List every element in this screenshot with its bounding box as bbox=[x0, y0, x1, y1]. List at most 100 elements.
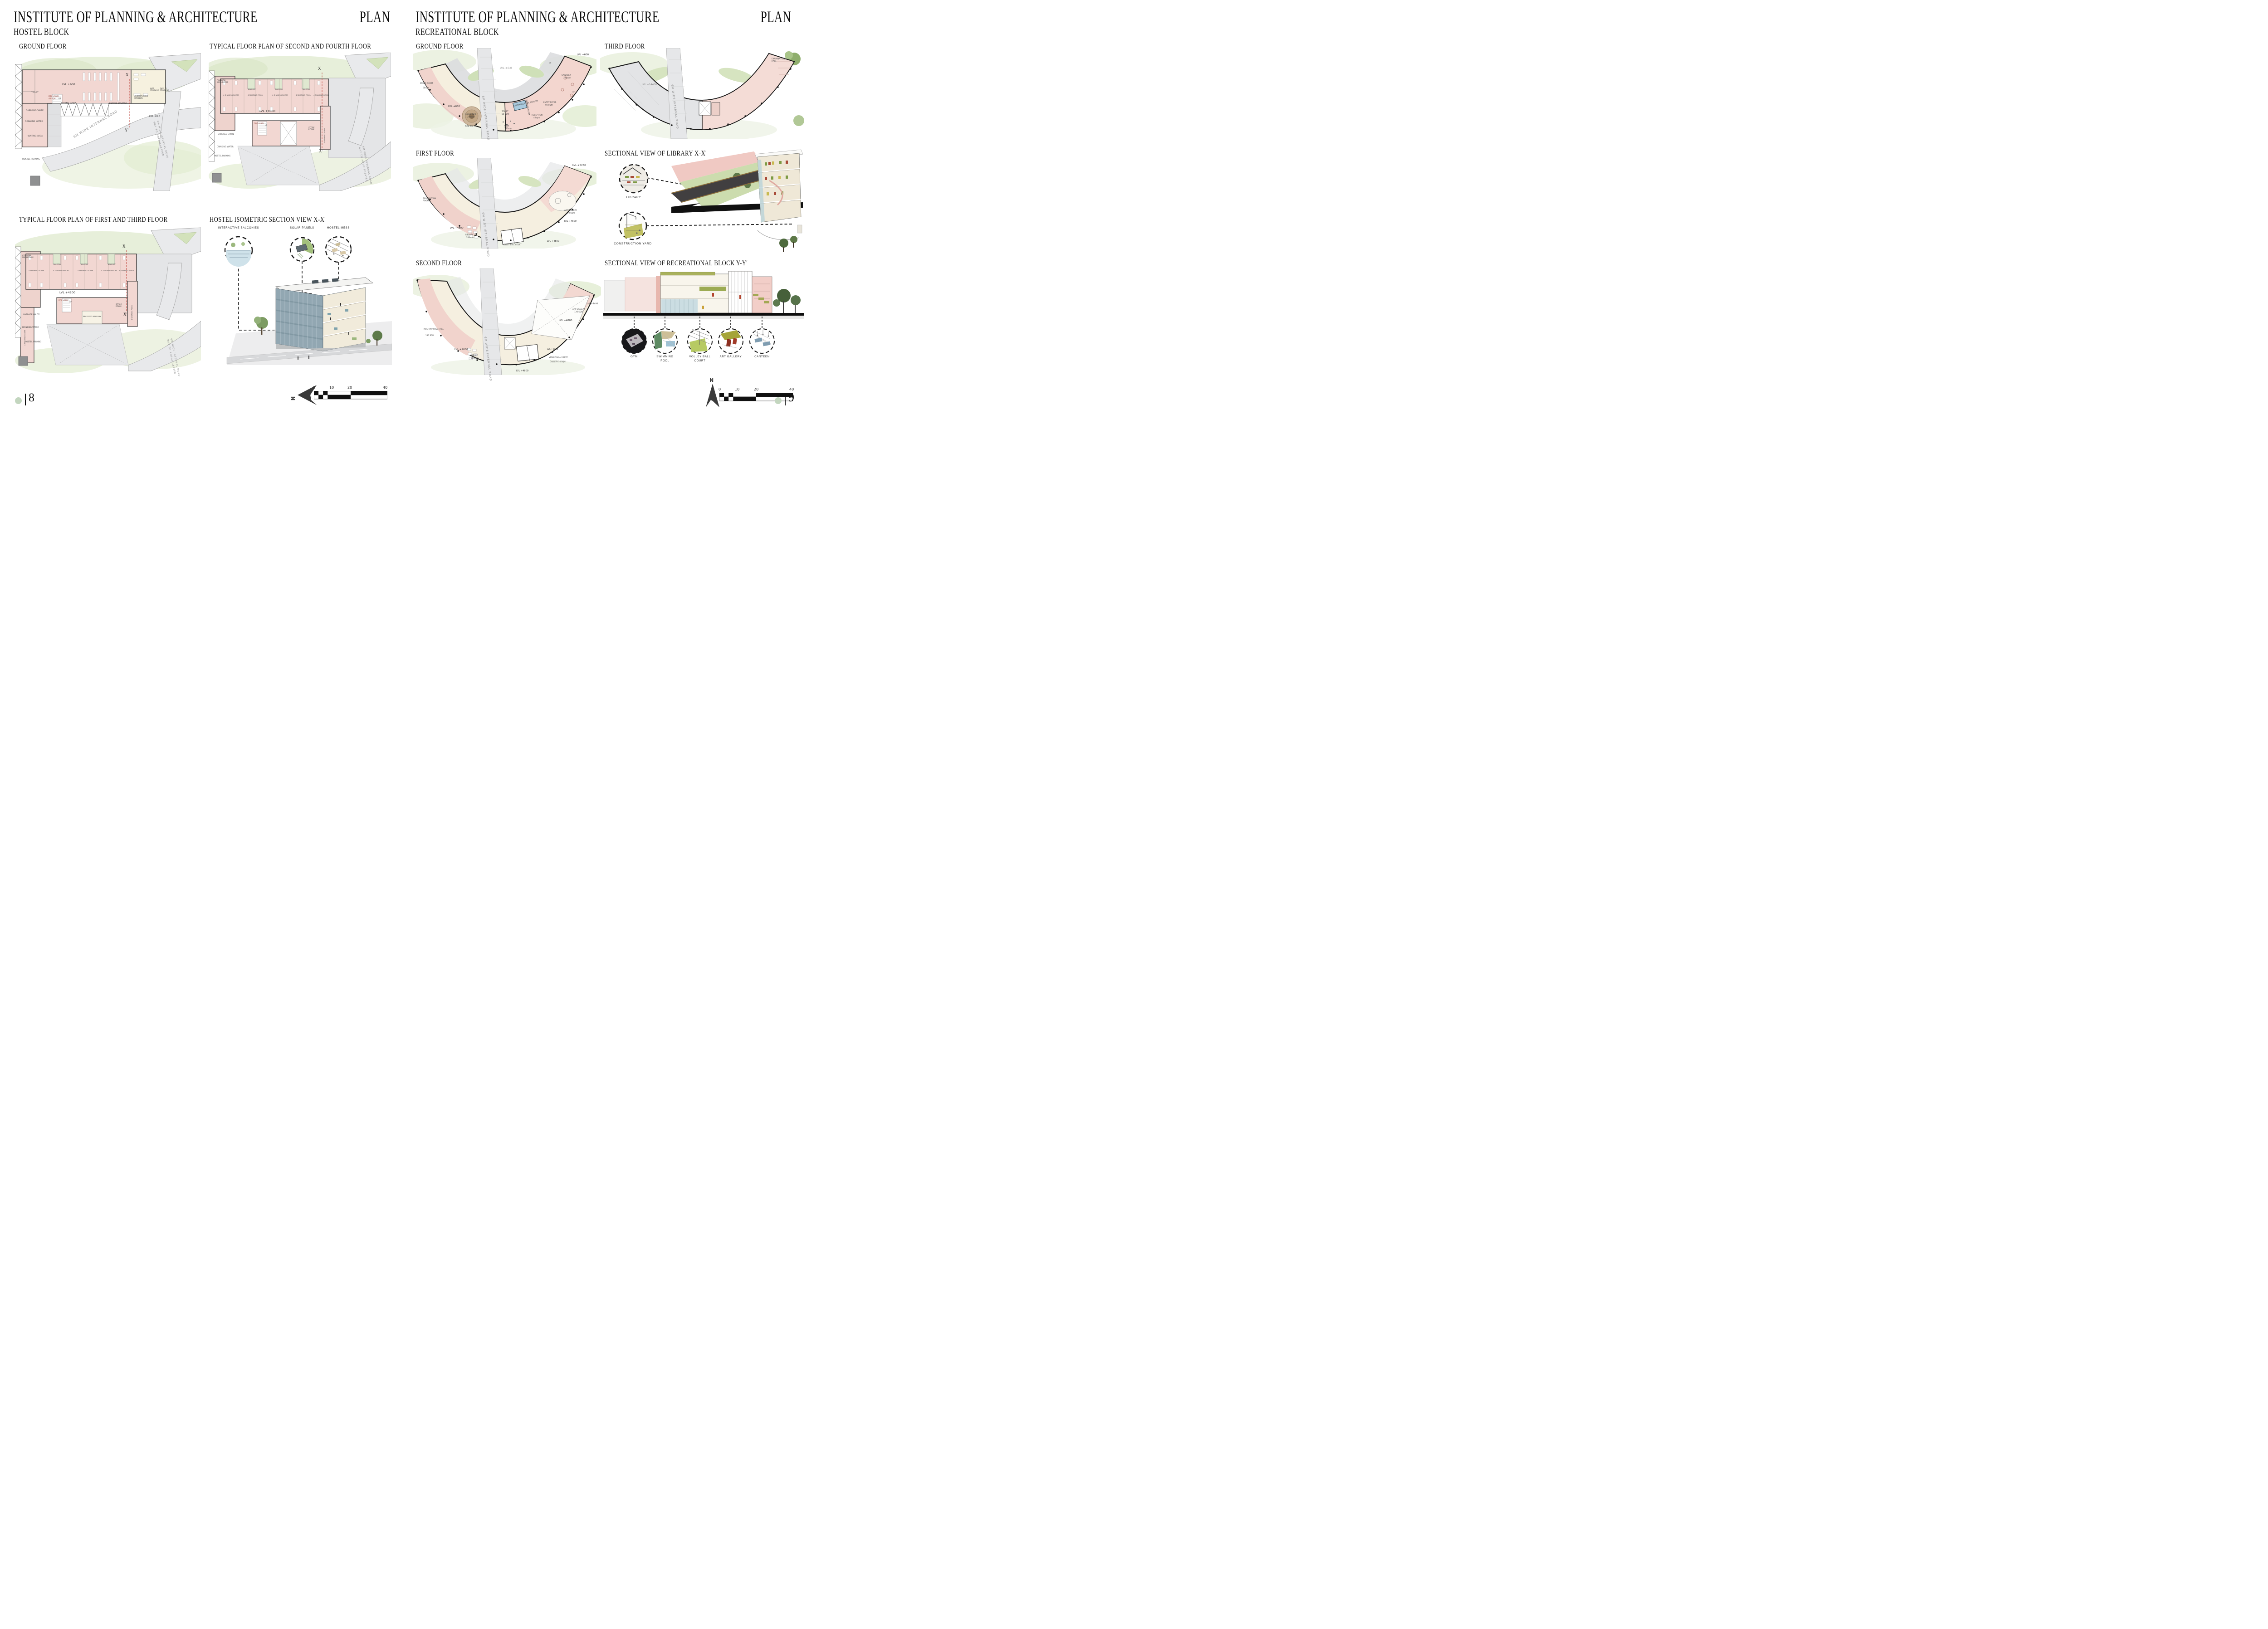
section-marker: X' bbox=[123, 312, 127, 317]
interactive-balconies-callout bbox=[224, 236, 253, 267]
plan-label: COMMON WASHROOM bbox=[217, 79, 228, 84]
callout-label-library: LIBRARY bbox=[626, 196, 641, 199]
callout-label-art-gallery: ART GALLERY bbox=[719, 356, 742, 358]
rec-third-floor-drawing bbox=[600, 48, 804, 139]
title-third-floor: THIRD FLOOR bbox=[605, 43, 645, 50]
scale-tick: 10 bbox=[329, 385, 334, 390]
plan-label: 4 SHARING ROOM bbox=[53, 269, 69, 272]
plan-label: LVL ±0.0 bbox=[149, 115, 161, 118]
callout-label-volleyball: VOLLEY BALL bbox=[689, 356, 711, 358]
north-label-right: N bbox=[709, 377, 714, 383]
plan-hostel-floor-1-3: COMMON WASHROOM 4 SHARING ROOM 4 SHARING… bbox=[15, 227, 201, 377]
canteen-callout bbox=[749, 328, 775, 354]
scale-tick: 40 bbox=[789, 387, 794, 391]
plan-label: 4 SHARING ROOM bbox=[119, 269, 135, 272]
scale-tick: 0 bbox=[313, 385, 316, 390]
left-plan-label: PLAN bbox=[359, 8, 390, 26]
plan-label: 180 SQM bbox=[425, 334, 434, 337]
plan-label: ART GALLERY bbox=[564, 209, 577, 211]
plan-label: VOLLEY BALL COURT bbox=[549, 356, 568, 358]
plan-label: 4 SHARING ROOM bbox=[78, 269, 93, 272]
plan-label: BALCONY bbox=[108, 263, 116, 265]
scale-bar-left bbox=[314, 391, 387, 400]
plan-label: GARBAGE CHUTE bbox=[26, 110, 44, 112]
plan-label: FIRE LOBBY bbox=[49, 95, 59, 98]
plan-label: LVL +600 bbox=[62, 83, 75, 86]
plan-label: LVL +5250 bbox=[572, 164, 586, 167]
plan-label: LIBRARY bbox=[465, 234, 474, 236]
section-marker: X bbox=[126, 73, 129, 77]
plan-label: LVL +4200 bbox=[59, 291, 76, 294]
plan-label: 4 SHARING ROOM bbox=[24, 330, 26, 346]
hostel-floor-1-3-drawing bbox=[15, 227, 201, 373]
plan-label: 4 SHARING ROOM bbox=[296, 94, 312, 96]
plan-label: 4 SHARING ROOM bbox=[223, 94, 239, 96]
plan-label: LVL +600 bbox=[448, 105, 460, 108]
plan-label: 4 SHARING ROOM bbox=[101, 269, 117, 272]
plan-label: SERVING COUNTER bbox=[109, 102, 127, 104]
rec-ground-floor-drawing bbox=[413, 48, 596, 139]
plan-label: 60sqm bbox=[423, 87, 430, 89]
title-typ-1-3: TYPICAL FLOOR PLAN OF FIRST AND THIRD FL… bbox=[19, 216, 168, 224]
hostel-floor-2-4-drawing bbox=[209, 53, 391, 191]
plan-label: FIRE LOBBY bbox=[59, 299, 68, 301]
plan-label: STORE ROOM bbox=[420, 82, 433, 84]
callout-label-canteen: CANTEEN bbox=[754, 356, 770, 358]
plan-label: COMMON WASHROOM bbox=[22, 254, 34, 259]
plan-label: RECEPTION bbox=[532, 114, 543, 116]
plan-label: MULTIPURPOSE HALL bbox=[424, 328, 444, 330]
page-dot-left bbox=[15, 397, 22, 404]
plan-label: ENTRY FOYER bbox=[543, 101, 557, 103]
plan-label: 200sqm bbox=[466, 236, 474, 239]
right-plan-label: PLAN bbox=[760, 8, 791, 26]
plan-label: DN bbox=[549, 62, 552, 64]
scale-tick: 40 bbox=[383, 385, 388, 390]
plan-label: EXAMINATION ROOM bbox=[423, 197, 436, 202]
plan-label: BALCONY bbox=[248, 88, 256, 90]
page-divider-left bbox=[25, 394, 26, 405]
plan-label: HOSTEL PARKING bbox=[22, 158, 40, 161]
plan-label: LVL +9000 bbox=[259, 109, 276, 113]
plan-label: DINING AREA bbox=[61, 102, 77, 105]
plan-label: LVL +4800 bbox=[516, 370, 528, 372]
plan-label: GYM bbox=[504, 125, 509, 127]
scale-tick: 0 bbox=[719, 387, 721, 391]
plan-label: GARBAGE CHUTE bbox=[218, 133, 235, 135]
plan-label: 370 SQM bbox=[566, 212, 575, 214]
callout-label-court: COURT bbox=[694, 360, 706, 362]
rec-second-floor-drawing bbox=[413, 268, 601, 375]
library-section-drawing bbox=[618, 149, 803, 252]
plan-label: VOLLEY BALL COURT bbox=[503, 244, 522, 246]
north-label-left: N bbox=[290, 396, 297, 401]
plan-label: LVL +600 bbox=[577, 54, 589, 56]
scale-tick: 20 bbox=[347, 385, 352, 390]
page-dot-right bbox=[775, 397, 782, 404]
callout-label-gym: GYM bbox=[631, 356, 638, 358]
plan-label: DRINKING WATER bbox=[217, 146, 234, 148]
plan-label: 40 SQM bbox=[49, 98, 56, 100]
plan-label: 4 SHARING ROOM bbox=[323, 127, 326, 143]
plan-hostel-ground-floor: LVL +600 TOILET FIRE LOBBY 40 SQM UP DIN… bbox=[15, 53, 201, 191]
section-marker: X bbox=[122, 244, 126, 249]
plan-label: 40sqm bbox=[533, 117, 540, 119]
title-second-floor: SECOND FLOOR bbox=[416, 259, 462, 267]
rec-first-floor-drawing bbox=[413, 158, 596, 249]
scale-tick: 20 bbox=[754, 387, 759, 391]
plan-label: DRY STORAGE bbox=[160, 88, 169, 92]
hostel-mess-callout bbox=[325, 236, 352, 263]
title-iso-section: HOSTEL ISOMETRIC SECTION VIEW X-X' bbox=[210, 216, 326, 224]
plan-label: 200sqm bbox=[471, 357, 479, 359]
callout-label-pool: POOL bbox=[660, 360, 670, 362]
plan-label: HOSTEL PARKING bbox=[214, 155, 231, 157]
callout-label-hostel-mess: HOSTEL MESS bbox=[327, 227, 350, 229]
recreational-section-drawing bbox=[603, 271, 804, 354]
recreational-section-view: GYM SWIMMING POOL VOLLEY BALL COURT ART … bbox=[603, 268, 804, 374]
section-marker: X bbox=[318, 66, 321, 71]
callout-label-interactive-balconies: INTERACTIVE BALCONIES bbox=[218, 227, 259, 229]
page-divider-right bbox=[785, 394, 786, 405]
plan-label: DRINKING WATER bbox=[25, 121, 43, 123]
plan-label: LVL +9600 bbox=[455, 348, 468, 351]
title-typ-2-4: TYPICAL FLOOR PLAN OF SECOND AND FOURTH … bbox=[210, 43, 371, 50]
plan-label: LVL +4800 bbox=[450, 227, 464, 229]
plan-hostel-floor-2-4: COMMON WASHROOM 4 SHARING ROOM 4 SHARING… bbox=[209, 53, 391, 191]
